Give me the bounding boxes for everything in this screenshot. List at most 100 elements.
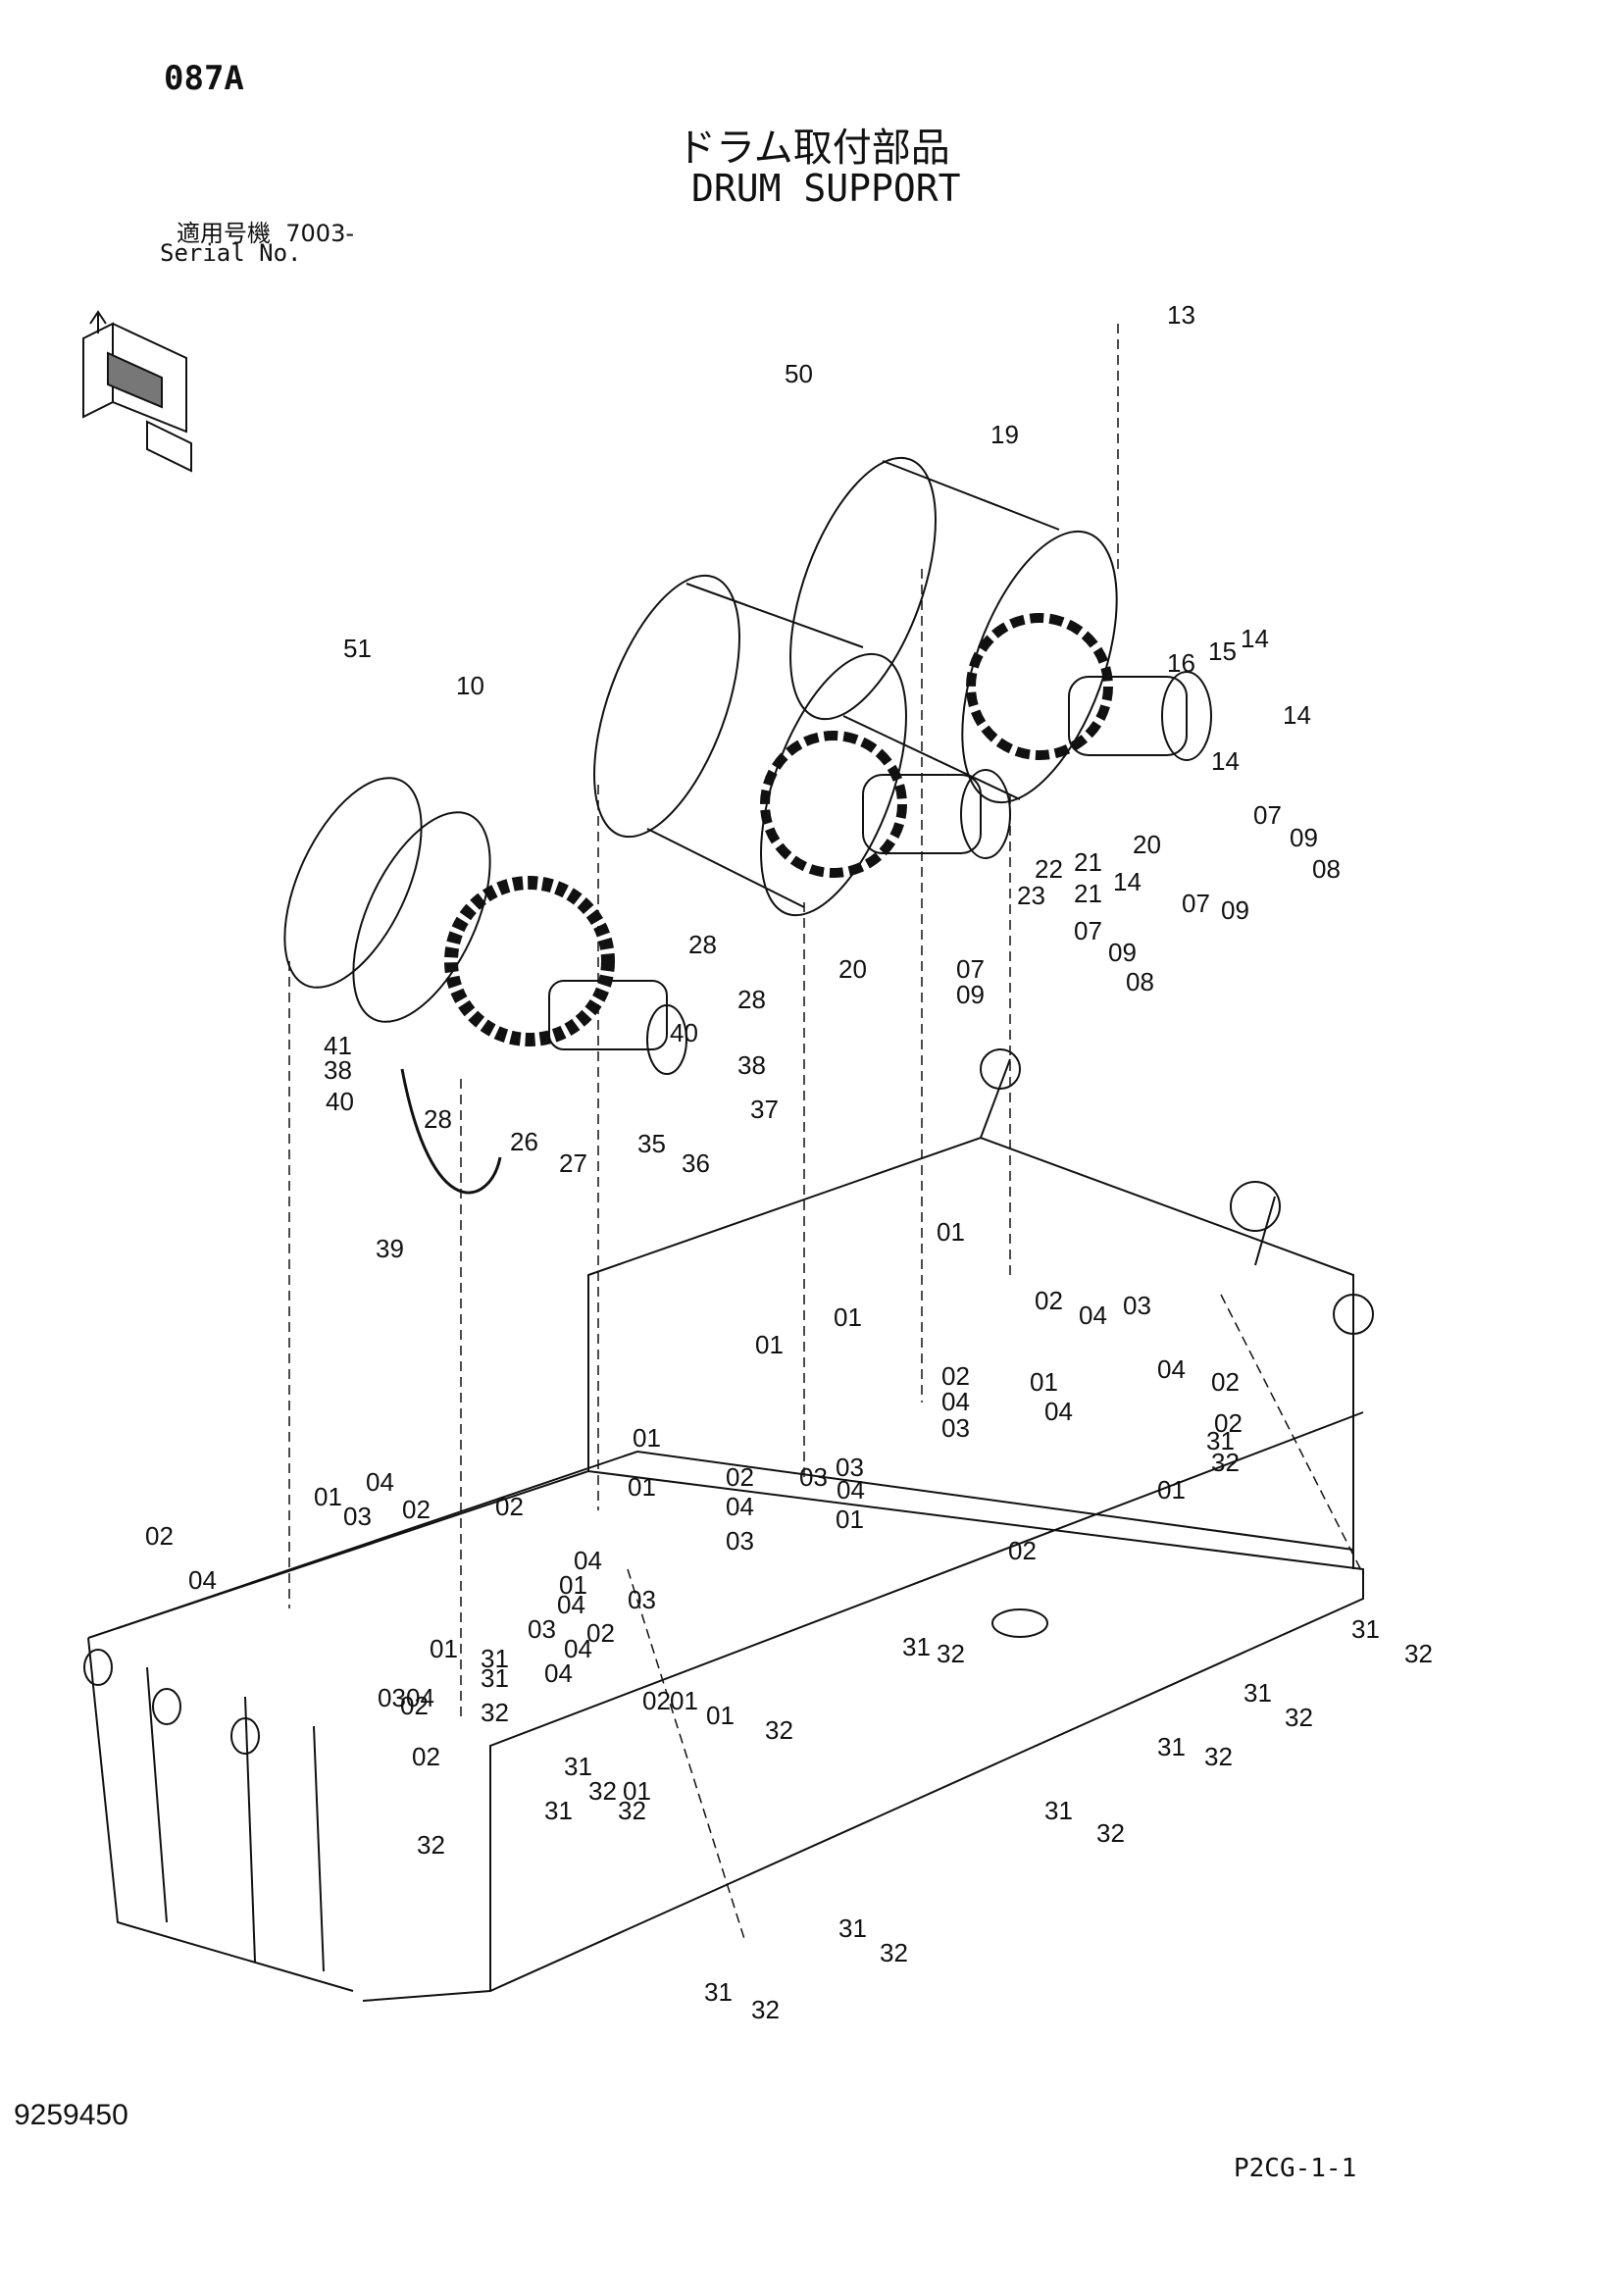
part-label: 32: [937, 1639, 965, 1668]
part-label: 09: [1290, 823, 1318, 852]
part-label: 04: [188, 1565, 217, 1595]
part-label: 04: [366, 1467, 394, 1497]
part-label: 32: [1204, 1742, 1233, 1771]
part-label: 14: [1283, 700, 1311, 730]
part-label: 02: [1214, 1408, 1243, 1438]
part-label: 04: [837, 1475, 865, 1505]
part-label: 10: [456, 671, 484, 700]
part-label: 01: [755, 1330, 784, 1359]
part-label: 31: [902, 1632, 931, 1661]
part-label: 08: [1126, 967, 1154, 996]
part-label: 04: [564, 1634, 592, 1663]
part-label: 04: [557, 1590, 585, 1619]
part-label: 31: [1243, 1678, 1272, 1708]
part-label: 02: [1211, 1367, 1240, 1397]
front-direction-icon: [82, 310, 192, 473]
dashed-leader-lines: [288, 324, 1364, 1943]
part-label: 02: [1035, 1286, 1063, 1315]
drum-assembly-51: [283, 777, 687, 1195]
part-label: 23: [1017, 881, 1045, 910]
part-label: 32: [588, 1776, 617, 1806]
part-label: 03: [628, 1585, 656, 1614]
part-label: 39: [376, 1234, 404, 1263]
part-label: 31: [1157, 1732, 1186, 1761]
part-label: 32: [417, 1830, 445, 1860]
part-label: 09: [1108, 938, 1137, 967]
part-label: 40: [326, 1087, 354, 1116]
drum-assembly-50: [593, 456, 1212, 917]
part-label: 01: [314, 1482, 342, 1511]
part-label: 21: [1074, 879, 1102, 908]
part-label: 02: [400, 1691, 429, 1720]
part-label: 02: [145, 1521, 174, 1551]
part-label: 07: [956, 954, 985, 984]
part-label: 13: [1167, 300, 1195, 330]
part-label: 28: [424, 1104, 452, 1134]
part-label: 01: [670, 1686, 698, 1715]
part-label: 07: [1182, 889, 1210, 918]
part-label: 32: [1211, 1448, 1240, 1477]
part-label: 31: [481, 1663, 509, 1693]
part-label: 32: [1404, 1639, 1433, 1668]
part-label: 19: [990, 420, 1019, 449]
part-label: 01: [706, 1701, 735, 1730]
part-label: 04: [1079, 1301, 1107, 1330]
part-label: 03: [378, 1683, 406, 1712]
sheet-reference: P2CG-1-1: [1234, 2154, 1357, 2183]
part-label: 01: [430, 1634, 458, 1663]
part-label: 04: [544, 1658, 573, 1688]
part-label: 32: [1096, 1818, 1125, 1848]
part-label: 35: [637, 1129, 666, 1158]
part-label: 20: [1133, 830, 1161, 859]
part-label: 08: [1312, 854, 1341, 884]
part-label: 14: [1113, 867, 1142, 896]
part-label: 03: [343, 1502, 372, 1531]
part-label: 40: [670, 1018, 698, 1047]
part-label: 02: [495, 1492, 524, 1521]
part-label: 01: [834, 1302, 862, 1332]
part-label: 02: [1008, 1536, 1037, 1565]
drawing-number: 9259450: [14, 2099, 128, 2131]
part-number-labels: 13 19 50 51 10 16 15 14 14 14 20 22 21 2…: [145, 300, 1433, 2024]
part-label: 03: [941, 1413, 970, 1443]
part-label: 02: [726, 1462, 754, 1492]
part-label: 03: [799, 1462, 828, 1492]
part-label: 20: [838, 954, 867, 984]
part-label: 28: [737, 985, 766, 1014]
part-label: 03: [836, 1453, 864, 1482]
part-label: 32: [880, 1938, 908, 1967]
part-label: 31: [704, 1977, 733, 2007]
part-label: 51: [343, 634, 372, 663]
part-label: 50: [785, 359, 813, 388]
part-label: 01: [623, 1776, 651, 1806]
part-label: 31: [564, 1752, 592, 1781]
part-label: 01: [836, 1505, 864, 1534]
part-label: 04: [406, 1683, 434, 1712]
base-frame: [83, 1048, 1374, 2002]
part-label: 02: [412, 1742, 440, 1771]
part-label: 21: [1074, 847, 1102, 877]
part-label: 22: [1035, 854, 1063, 884]
part-label: 07: [1074, 916, 1102, 945]
serial-label-japanese: 適用号機 7003-: [177, 214, 354, 248]
part-label: 09: [1221, 895, 1249, 925]
part-label: 31: [481, 1644, 509, 1673]
part-label: 32: [765, 1715, 793, 1745]
serial-label-jp-text: 適用号機: [177, 220, 271, 247]
part-label: 14: [1241, 624, 1269, 653]
part-label: 02: [642, 1686, 671, 1715]
part-label: 04: [726, 1492, 754, 1521]
part-label: 04: [941, 1387, 970, 1416]
part-label: 37: [750, 1095, 779, 1124]
part-label: 09: [956, 980, 985, 1009]
part-label: 28: [688, 930, 717, 959]
part-label: 01: [1157, 1475, 1186, 1505]
title-english: DRUM SUPPORT: [691, 167, 961, 210]
part-label: 03: [726, 1526, 754, 1556]
part-label: 01: [937, 1217, 965, 1247]
part-label: 07: [1253, 800, 1282, 830]
part-label: 01: [1030, 1367, 1058, 1397]
part-label: 03: [1123, 1291, 1151, 1320]
part-label: 01: [559, 1570, 587, 1600]
part-label: 26: [510, 1127, 538, 1156]
